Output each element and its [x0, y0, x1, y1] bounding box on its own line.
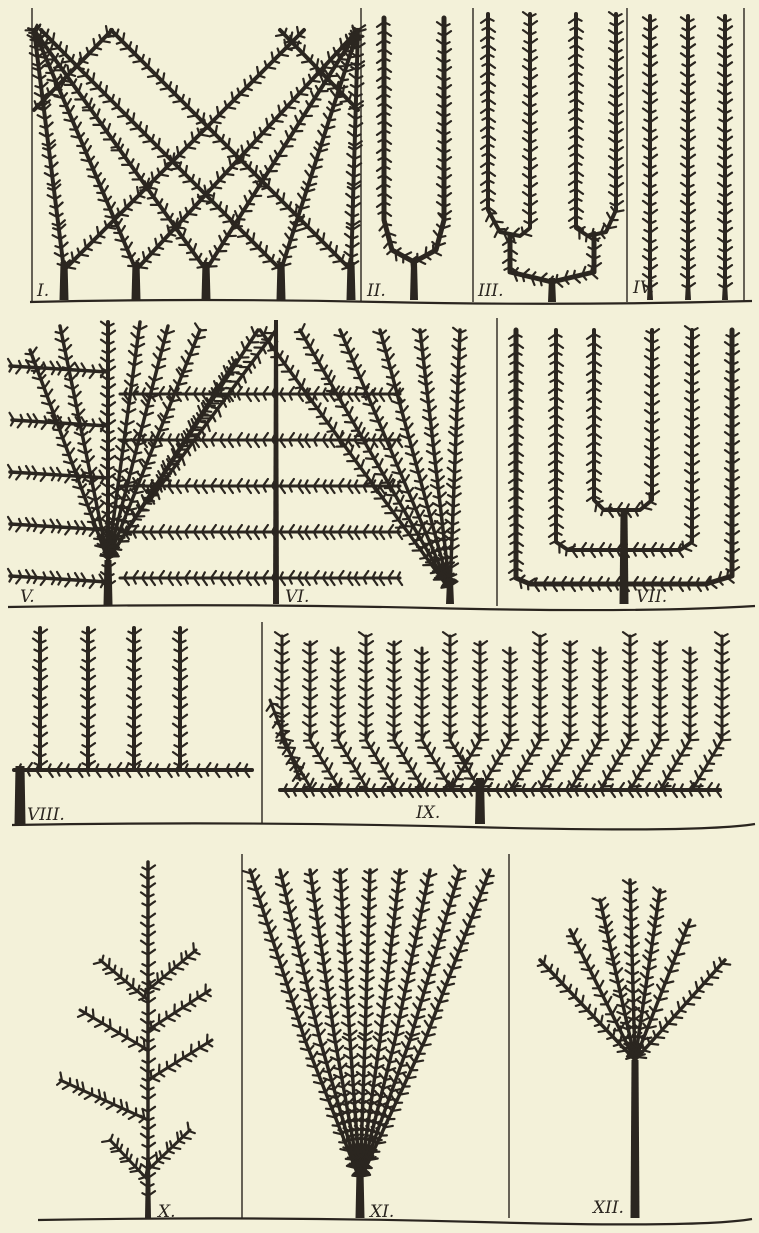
figure-label-2: II.	[366, 281, 386, 301]
figure-label-3: III.	[477, 281, 504, 301]
figure-label-11: XI.	[368, 1202, 394, 1222]
figure-label-7: VII.	[636, 587, 667, 607]
figure-label-1: I.	[36, 281, 49, 301]
figure-label-8: VIII.	[27, 805, 65, 825]
figure-label-12: XII.	[591, 1198, 624, 1218]
figure-label-6: VI.	[285, 587, 309, 607]
figure-label-5: V.	[20, 587, 35, 607]
figure-label-4: IV.	[632, 278, 654, 298]
figure-label-9: IX.	[415, 803, 440, 823]
figure-label-10: X.	[156, 1202, 176, 1222]
